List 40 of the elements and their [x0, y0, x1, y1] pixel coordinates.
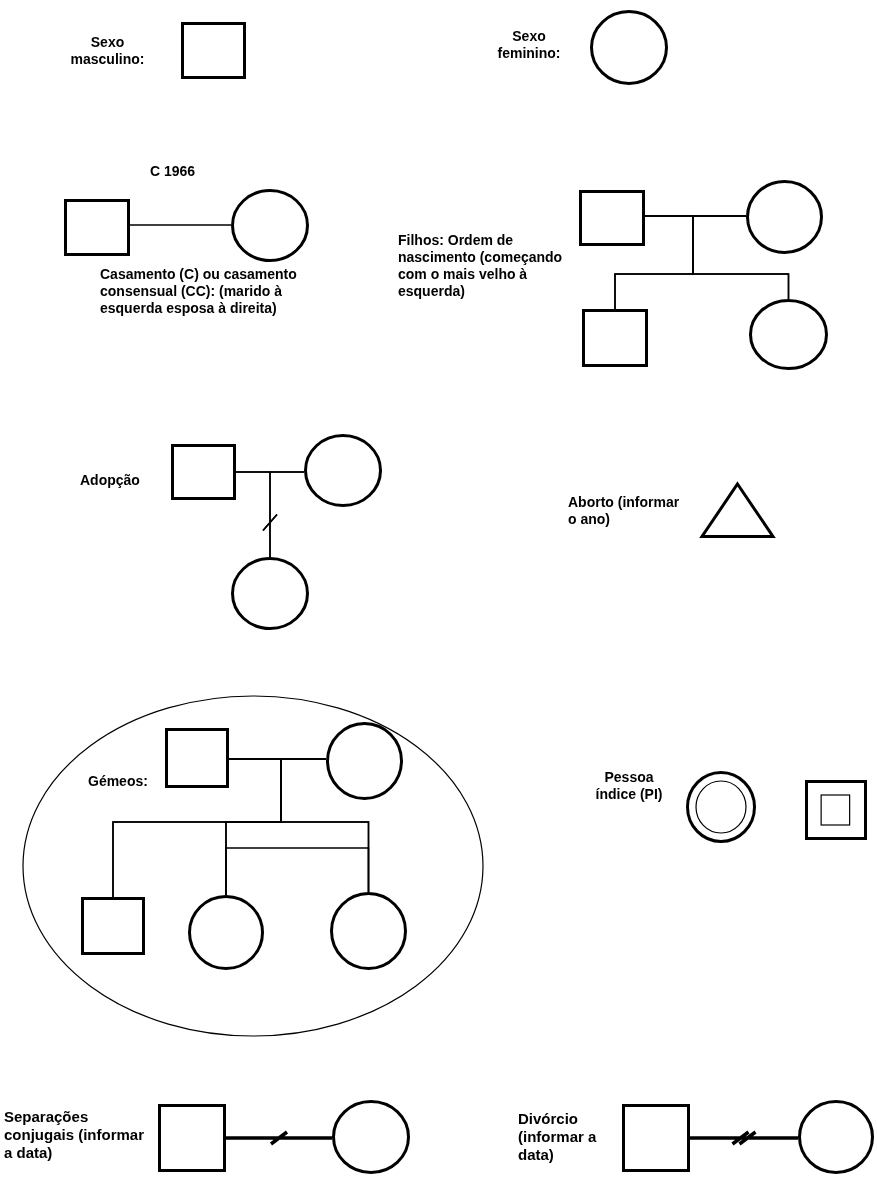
male-square	[64, 199, 130, 256]
index-person-square	[805, 780, 867, 840]
female-circle	[332, 1100, 410, 1174]
male-square	[181, 22, 246, 79]
female-circle	[798, 1100, 874, 1174]
legend-text: Adopção	[80, 472, 141, 489]
male-square	[165, 728, 229, 788]
male-square	[579, 190, 645, 246]
male-square	[582, 309, 648, 367]
male-square	[158, 1104, 226, 1172]
female-circle	[590, 10, 668, 85]
legend-text: Separações conjugais (informar a data)	[4, 1108, 146, 1162]
index-person-circle	[686, 771, 756, 843]
female-circle	[749, 299, 828, 370]
female-circle	[231, 557, 309, 630]
male-square	[171, 444, 236, 500]
legend-text: Sexo masculino:	[69, 34, 146, 68]
relationship-line	[225, 847, 370, 896]
legend-text: Aborto (informar o ano)	[568, 494, 681, 528]
twins-group-ellipse	[22, 695, 484, 1037]
legend-text: Casamento (C) ou casamento consensual (CC): (marido à esquerda esposa à direita)	[100, 266, 298, 317]
legend-text: Divórcio (informar a data)	[518, 1110, 598, 1164]
male-square	[81, 897, 145, 955]
abortion-triangle	[700, 482, 775, 538]
male-square	[622, 1104, 690, 1172]
female-circle	[330, 892, 407, 970]
divorce-line	[688, 1130, 800, 1146]
female-circle	[188, 895, 264, 970]
female-circle	[326, 722, 403, 800]
female-circle	[304, 434, 382, 507]
relationship-line	[129, 224, 232, 226]
relationship-line	[692, 215, 790, 300]
female-circle	[746, 180, 823, 254]
node-label: Gémeos:	[88, 773, 148, 790]
female-circle	[231, 189, 309, 262]
legend-text: Pessoa índice (PI)	[594, 769, 664, 803]
legend-text: Filhos: Ordem de nascimento (começando com o mais velho à esquerda)	[398, 232, 564, 300]
slashed-line	[262, 471, 305, 558]
slashed-line	[224, 1130, 334, 1146]
legend-text: Sexo feminino:	[496, 28, 562, 62]
